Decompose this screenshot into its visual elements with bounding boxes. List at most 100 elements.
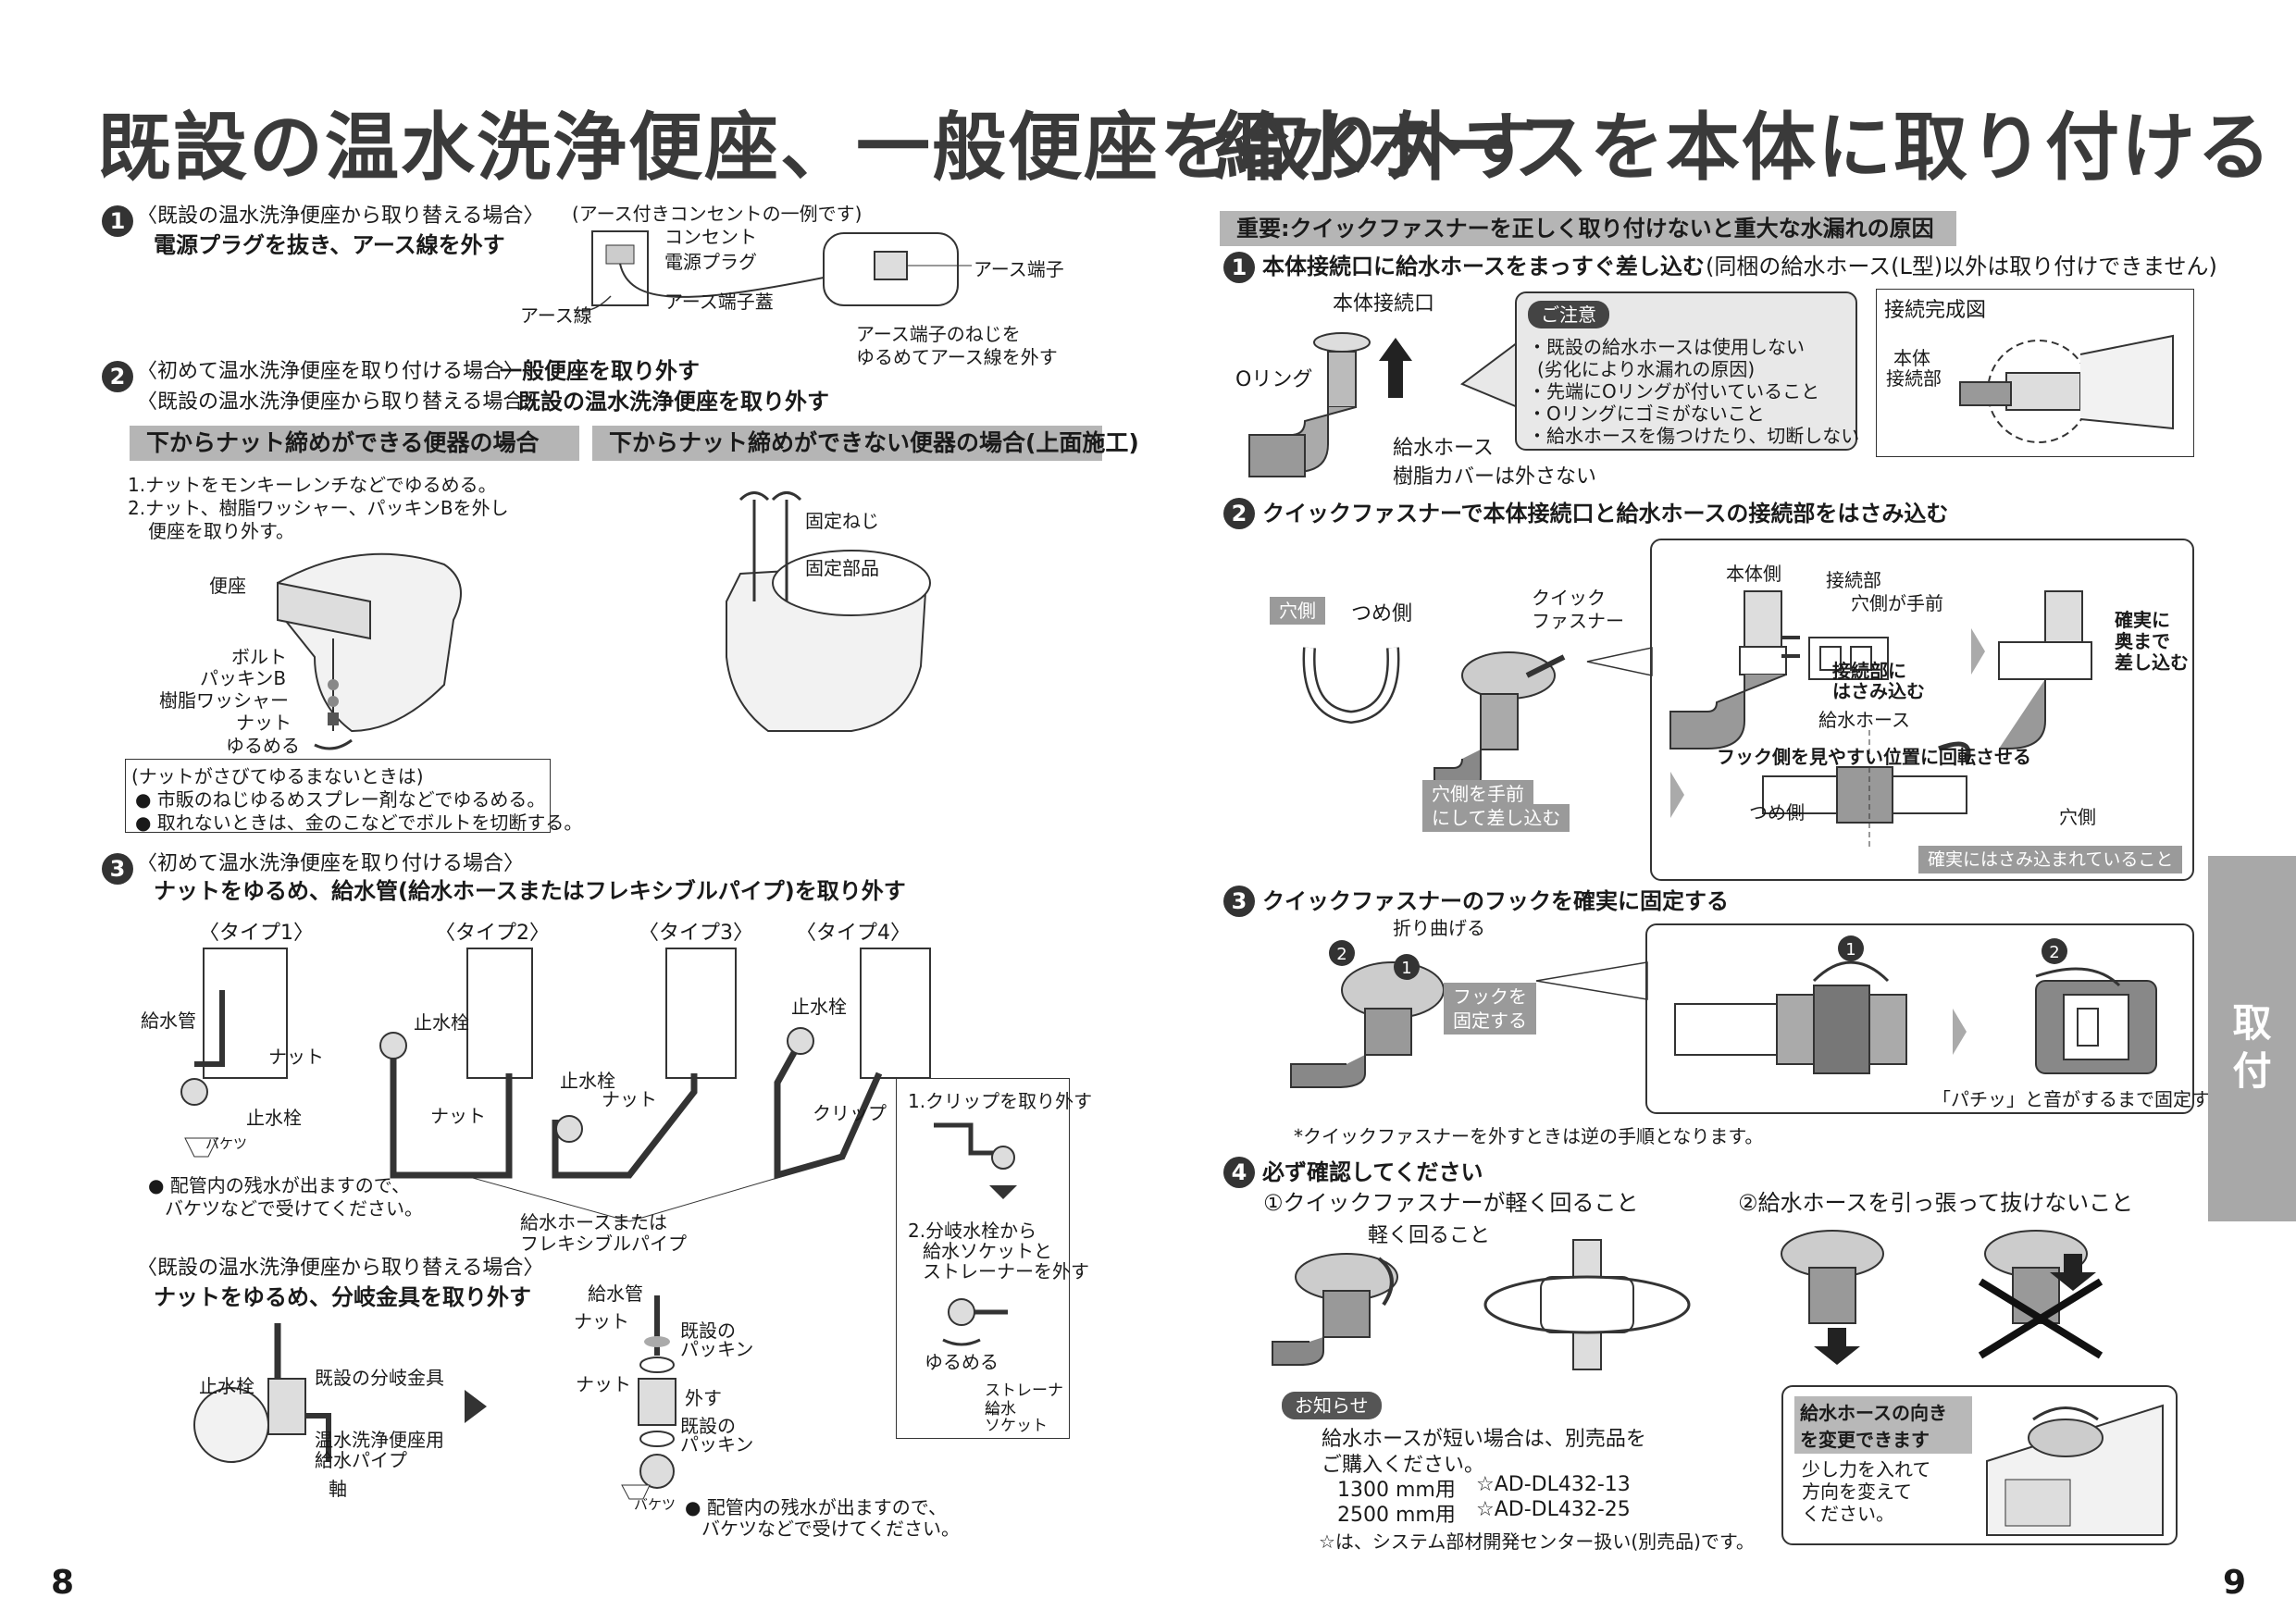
claw-side-label: つめ側 [1351,602,1413,626]
right-page-title: 給水ホースを本体に取り付ける [1214,105,2273,191]
branch-note-2: バケツなどで受けてください。 [701,1518,960,1540]
type-3-label: 〈タイプ3〉 [639,922,753,945]
rust-tip-2: ● 取れないときは、金のこなどでボルトを切断する。 [135,812,583,834]
page-number-left: 8 [51,1564,75,1602]
type2-stop-valve: 止水栓 [414,1011,469,1034]
branch-packing-1-a: 既設の [680,1319,736,1342]
type1-bucket: バケツ [205,1135,248,1152]
step-2-instruction-b: 既設の温水洗浄便座を取り外す [518,389,829,415]
r-step-2-number: 2 [1223,498,1255,529]
socket-label-1: 給水 [985,1400,1016,1419]
notice-title: お知らせ [1282,1392,1382,1419]
r-step-1-instruction: 本体接続口に給水ホースをまっすぐ差し込む [1262,254,1705,279]
branch-fitting-illustration [193,1323,331,1463]
hose-or-flex-1: 給水ホースまたは [520,1211,667,1233]
clip-step-1: 1.クリップを取り外す [908,1090,1093,1112]
bar-nut-from-below: 下からナット締めができる便器の場合 [130,426,579,461]
direction-change-box: 給水ホースの向き を変更できます 少し力を入れて 方向を変えて ください。 [1781,1385,2178,1545]
type3-stop-valve: 止水栓 [560,1070,615,1092]
step-3-number: 3 [102,853,133,885]
residual-water-note-2: バケツなどで受けてください。 [165,1197,423,1220]
r-step-3-instruction: クイックファスナーのフックを確実に固定する [1262,888,1729,914]
strainer-label: ストレーナー [985,1381,1063,1423]
loosen-label: ゆるめる [226,735,300,757]
step-3-context: 〈初めて温水洗浄便座を取り付ける場合〉 [137,852,525,875]
rust-tip-title: (ナットがさびてゆるまないときは) [131,765,424,787]
pull-check-illustration [1781,1230,2104,1365]
insert-tag-2: にして差し込む [1422,804,1570,832]
qf-label-2: ファスナー [1532,610,1624,632]
step-3-context-b: 〈既設の温水洗浄便座から取り替える場合〉 [137,1257,544,1280]
packing-b-label: パッキンB [200,667,287,689]
hole-side-tag: 穴側 [1270,597,1325,625]
direction-title-2: を変更できます [1800,1429,1930,1451]
step-2-text-1: 1.ナットをモンキーレンチなどでゆるめる。 [128,474,497,496]
type4-stop-valve: 止水栓 [791,996,847,1018]
residual-water-note-1: ● 配管内の残水が出ますので、 [148,1174,411,1196]
fastener-illustration [1302,647,1400,725]
outlet-example-note: (アース付きコンセントの一例です) [572,203,863,225]
socket-illustration [942,1298,1008,1346]
branch-stop-valve: 止水栓 [199,1375,254,1397]
notice-line-2: ご購入ください。 [1322,1454,1485,1477]
bar-top-install: 下からナット締めができない便器の場合(上面施工) [592,426,1139,461]
claw-side-b-label: つめ側 [1749,801,1805,824]
fold-label: 折り曲げる [1393,917,1485,939]
step-2-context-b: 〈既設の温水洗浄便座から取り替える場合〉 [137,390,544,414]
rotate-check-illustration [1272,1239,1691,1370]
branch-exploded-illustration [621,1295,676,1500]
notice-item-1-length: 1300 mm用 [1337,1479,1456,1502]
outlet-label: コンセント [664,226,757,248]
clip-step-2c: ストレーナーを外す [923,1260,1089,1282]
notice-item-2-length: 2500 mm用 [1337,1504,1456,1527]
caution-pointer [1460,341,1519,409]
hook-detail-box: 1 2 「パチッ」と音がするまで固定する [1645,923,2228,1114]
branch-supply-pipe: 給水管 [588,1282,643,1305]
branch-nut-top: ナット [574,1310,629,1332]
direction-line-3: ください。 [1802,1503,1894,1525]
branch-fitting-label: 既設の分岐金具 [315,1367,444,1389]
direction-title-block: 給水ホースの向き を変更できます [1794,1396,1972,1454]
firm-label-1: 確実に [2115,609,2170,631]
type4-clip: クリップ [813,1102,887,1124]
firm-label-3: 差し込む [2115,651,2189,674]
top-install-illustration [726,491,931,732]
click-label: 「パチッ」と音がするまで固定する [1932,1088,2228,1110]
page-number-right: 9 [2223,1564,2247,1602]
hose-insert-illustration [1248,332,1412,477]
callout-pointer [1586,647,1653,676]
clamp-label-1: 接続部に [1832,660,1906,682]
outlet-illustration [573,230,972,312]
type1-nut: ナット [268,1046,324,1068]
port-label: 本体接続口 [1333,292,1435,316]
hole-front-label: 穴側が手前 [1851,592,1943,614]
step-2-text-2: 2.ナット、樹脂ワッシャー、パッキンBを外し [128,497,509,519]
cover-label: 樹脂カバーは外さない [1393,465,1597,489]
caution-line-3: ・先端にOリングが付いていること [1528,380,1820,403]
seat-label: 便座 [209,575,246,597]
type1-stop-valve: 止水栓 [246,1107,302,1129]
arrow-right-icon [465,1390,487,1423]
important-bar: 重要:クイックファスナーを正しく取り付けないと重大な水漏れの原因 [1220,211,1956,246]
nut-label: ナット [236,712,292,734]
svg-text:2: 2 [1336,945,1347,964]
branch-pipe-label-2: 給水パイプ [315,1449,407,1471]
hole-side-b-label: 穴側 [2059,806,2096,828]
hose-label: 給水ホース [1393,437,1494,460]
supply-pipe-types-illustration [180,948,931,1222]
type-2-label: 〈タイプ2〉 [435,922,550,945]
turn-easily-label: 軽く回ること [1368,1224,1491,1247]
qf-label-1: クイック [1532,587,1606,609]
svg-text:1: 1 [1401,959,1411,978]
plug-label: 電源プラグ [664,251,757,273]
fix-screw-label: 固定ねじ [805,510,879,532]
left-page-title: 既設の温水洗浄便座、一般便座を取り外す [97,105,1539,191]
completion-label-2: 接続部 [1886,367,1942,390]
step-2-number: 2 [102,361,133,392]
caution-box: ご注意 ・既設の給水ホースは使用しない (劣化により水漏れの原因) ・先端にOリ… [1515,291,1859,451]
caution-line-2: (劣化により水漏れの原因) [1537,358,1756,380]
hook-fix-tag-1: フックを [1444,983,1536,1010]
removal-note: *クイックファスナーを外すときは逆の手順となります。 [1294,1125,1764,1147]
direction-title-1: 給水ホースの向き [1800,1402,1947,1424]
clip-illustration [934,1122,1017,1199]
